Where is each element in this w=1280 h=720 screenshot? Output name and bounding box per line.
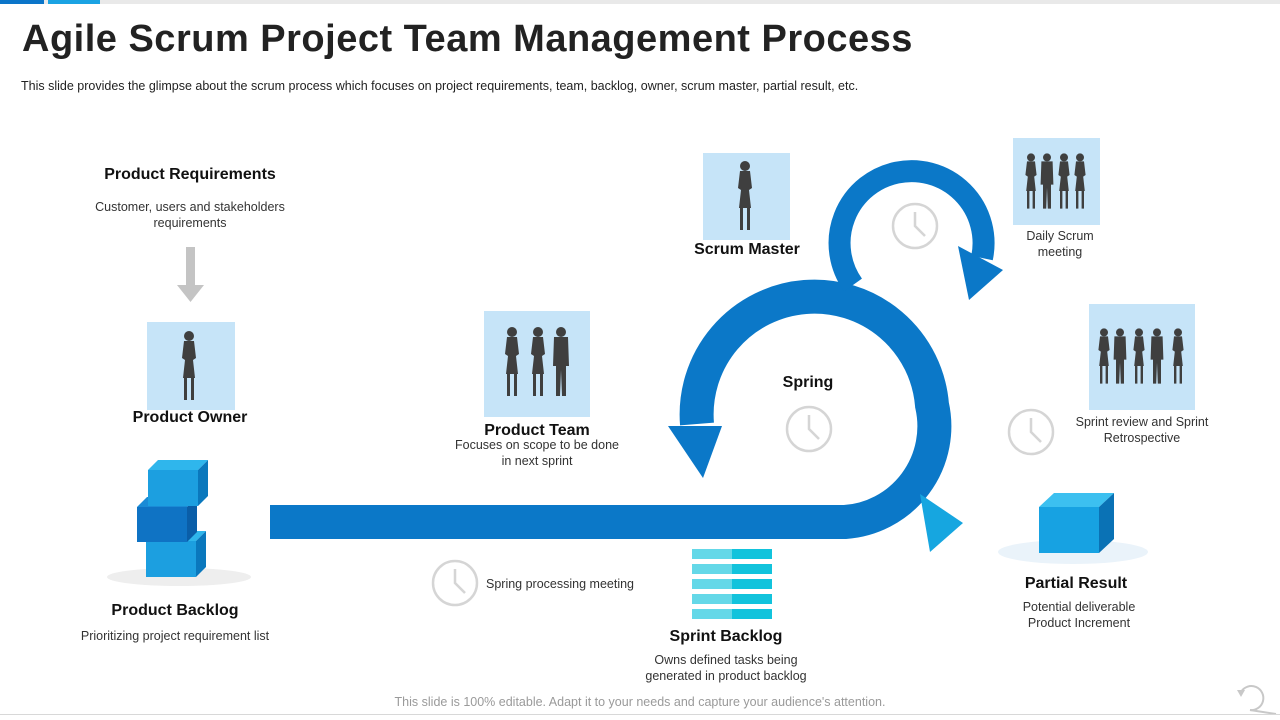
- product-team-label: Product Team: [484, 422, 590, 439]
- sprint-backlog-desc: Owns defined tasks being generated in pr…: [606, 652, 846, 684]
- page-subtitle: This slide provides the glimpse about th…: [21, 79, 859, 93]
- partial-result-arrowhead: [920, 494, 963, 552]
- scrum-master-label: Scrum Master: [694, 241, 800, 258]
- product-owner-label: Product Owner: [132, 409, 248, 426]
- product-requirements-desc-line: Customer, users and stakeholders: [95, 200, 285, 214]
- product-team-desc-line: Focuses on scope to be done: [454, 438, 619, 452]
- clock-icon: [891, 202, 939, 250]
- spring-label: Spring: [782, 374, 834, 391]
- refresh-icon[interactable]: [1237, 685, 1277, 715]
- stacked-cubes-icon: [107, 460, 251, 586]
- accent-segment: [0, 0, 44, 4]
- sprint-backlog-label: Sprint Backlog: [669, 628, 783, 645]
- top-accent-bar: [0, 0, 1280, 4]
- partial-result-desc-line: Potential deliverable: [1022, 600, 1136, 614]
- accent-segment: [48, 0, 100, 4]
- sprint-review-desc-line: Sprint review and Sprint: [1075, 415, 1209, 429]
- partial-result-label: Partial Result: [1024, 575, 1128, 592]
- sprint-review-desc: Sprint review and Sprint Retrospective: [1062, 414, 1222, 446]
- page-title: Agile Scrum Project Team Management Proc…: [22, 18, 913, 60]
- product-backlog-desc: Prioritizing project requirement list: [80, 629, 270, 643]
- cube-icon: [998, 493, 1148, 564]
- daily-scrum-desc: Daily Scrum meeting: [990, 228, 1130, 260]
- spring-processing-desc: Spring processing meeting: [486, 577, 634, 591]
- sprint-review-desc-line: Retrospective: [1103, 431, 1181, 445]
- clock-icon: [431, 559, 479, 607]
- product-requirements-desc-line: requirements: [153, 216, 227, 230]
- clock-icon: [1007, 408, 1055, 456]
- daily-scrum-arrowhead: [958, 246, 1003, 300]
- product-backlog-label: Product Backlog: [111, 602, 239, 619]
- bottom-divider: [0, 714, 1280, 715]
- spring-cycle-arrow: [270, 279, 952, 539]
- product-requirements-label: Product Requirements: [104, 166, 276, 183]
- spring-cycle-arrowhead: [668, 426, 722, 478]
- partial-result-desc: Potential deliverable Product Increment: [979, 599, 1179, 631]
- partial-result-desc-line: Product Increment: [1027, 616, 1131, 630]
- product-team-desc: Focuses on scope to be done in next spri…: [417, 437, 657, 469]
- product-requirements-desc: Customer, users and stakeholders require…: [60, 199, 320, 231]
- sprint-backlog-desc-line: Owns defined tasks being: [654, 653, 798, 667]
- sprint-backlog-desc-line: generated in product backlog: [645, 669, 807, 683]
- clock-icon: [785, 405, 833, 453]
- backlog-stack-icon: [692, 549, 772, 619]
- daily-scrum-desc-line: meeting: [1037, 245, 1083, 259]
- product-team-desc-line: in next sprint: [501, 454, 573, 468]
- gray-down-arrow-icon: [177, 247, 204, 302]
- daily-scrum-loop-arrow: [828, 160, 995, 292]
- daily-scrum-desc-line: Daily Scrum: [1026, 229, 1094, 243]
- footer-note: This slide is 100% editable. Adapt it to…: [394, 695, 886, 709]
- daily-scrum-photo: [1013, 138, 1100, 225]
